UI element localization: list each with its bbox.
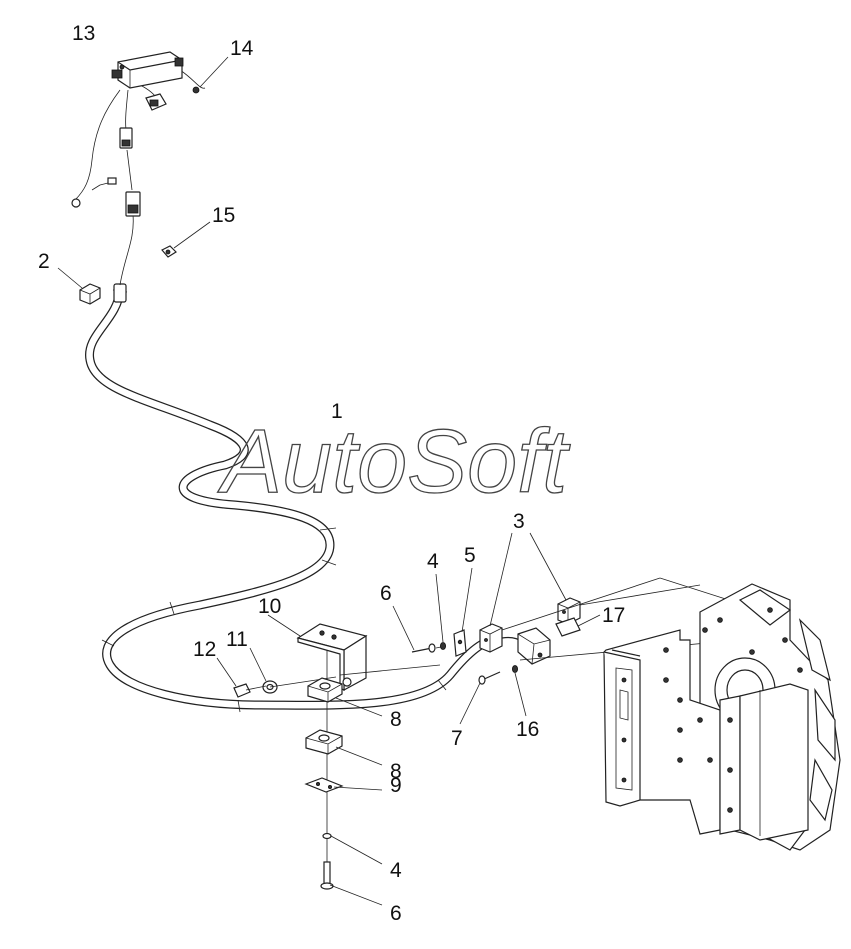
cable-clip-2 (57, 267, 101, 305)
callout-16: 16 (516, 718, 539, 741)
clamp-3-left (479, 532, 513, 653)
callout-12: 12 (193, 638, 216, 661)
callout-9: 9 (390, 774, 402, 797)
rotor-assembly (603, 583, 841, 851)
callout-6-upper: 6 (380, 582, 392, 605)
callout-14: 14 (230, 37, 254, 60)
callout-4-lower: 4 (390, 859, 402, 882)
callout-4-upper: 4 (427, 550, 439, 573)
screw-14 (192, 56, 229, 94)
ground-terminals (71, 177, 117, 208)
callout-3: 3 (513, 510, 525, 533)
label-17 (555, 614, 601, 637)
bracket-10 (267, 614, 368, 692)
connector-mid (125, 191, 141, 217)
washer-4-lower (322, 832, 383, 865)
callout-1: 1 (331, 400, 343, 423)
clamp-8-upper (307, 677, 383, 717)
callout-8-lower: 8 (390, 760, 402, 783)
connector-upper-left (119, 127, 133, 149)
clamp-3-right (529, 532, 581, 625)
bolt-6-upper (392, 605, 447, 653)
callout-11: 11 (226, 628, 248, 651)
callout-5: 5 (464, 544, 476, 567)
washer-4-upper (435, 573, 446, 650)
callout-labels: 13 14 15 2 1 3 4 5 6 17 10 11 12 8 7 16 … (38, 22, 625, 925)
screw-15 (161, 221, 211, 258)
plate-9 (304, 777, 383, 793)
bolt-6-lower (320, 861, 383, 906)
washer-16 (512, 665, 527, 717)
callout-8-upper: 8 (390, 708, 402, 731)
callout-15: 15 (212, 204, 235, 227)
washer-11 (249, 647, 278, 694)
callout-10: 10 (258, 595, 281, 618)
callout-6-lower: 6 (390, 902, 402, 925)
callout-13: 13 (72, 22, 95, 45)
callout-17: 17 (602, 604, 625, 627)
bolt-7 (459, 671, 501, 725)
control-unit-13 (111, 51, 184, 89)
clamp-8-lower (305, 729, 383, 766)
wire-harness-upper (74, 69, 206, 286)
cable-harness (85, 283, 500, 713)
bracket-5 (453, 567, 473, 657)
sensor-unit (501, 627, 551, 665)
watermark-text: AutoSoft (217, 412, 571, 512)
callout-2: 2 (38, 250, 50, 273)
connector-upper-right (145, 93, 167, 111)
bolt-12 (216, 657, 267, 698)
callout-7: 7 (451, 727, 463, 750)
